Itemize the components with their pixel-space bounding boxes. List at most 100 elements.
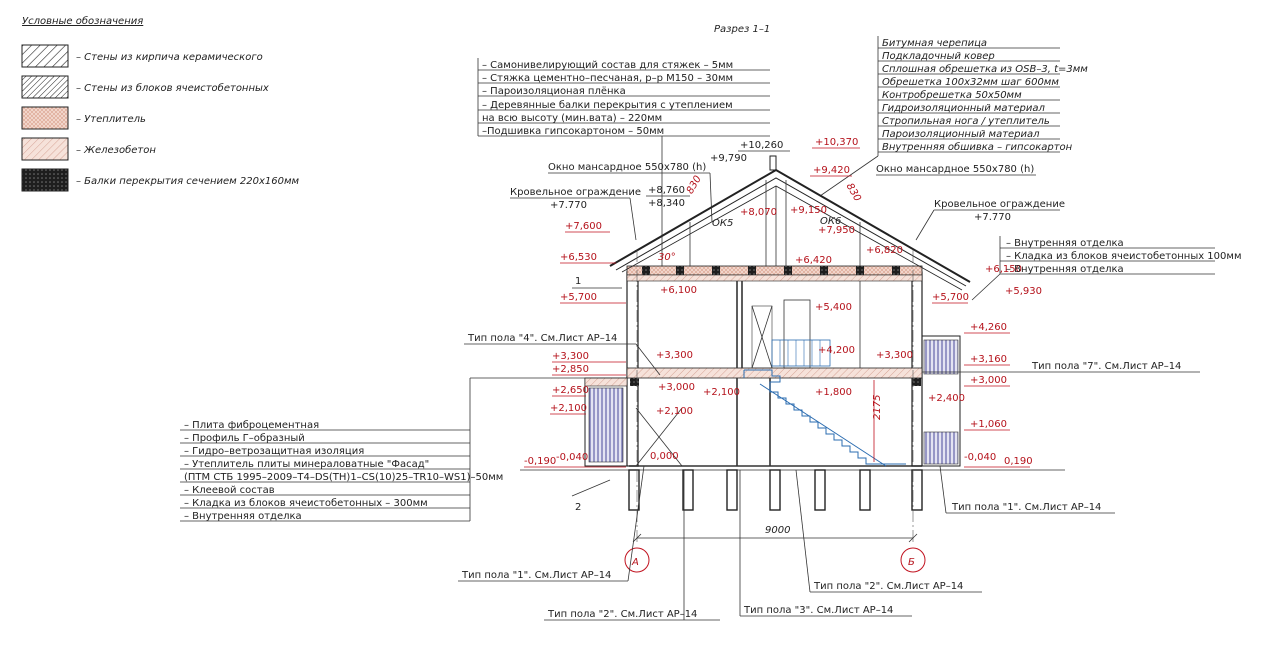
level-mark: +3,000 xyxy=(970,375,1007,386)
floor-layer-3: – Пароизоляционая плёнка xyxy=(482,86,626,97)
legend-swatch-concrete xyxy=(21,137,69,161)
floor-type-note: Тип пола "3". См.Лист АР–14 xyxy=(743,605,893,616)
floor-layer-4: – Деревянные балки перекрытия с утеплени… xyxy=(482,100,733,111)
level-mark: +2,650 xyxy=(552,385,589,396)
level-mark: +9,420 xyxy=(813,165,850,176)
roof-layer-7: Стропильная нога / утеплитель xyxy=(882,116,1050,127)
level-mark: +2,100 xyxy=(703,387,740,398)
legend-swatch-beams xyxy=(21,168,69,192)
level-mark: +10,370 xyxy=(815,137,858,148)
level-mark: +2,100 xyxy=(656,406,693,417)
level-mark: +2,400 xyxy=(928,393,965,404)
fence-left-level: +7.770 xyxy=(550,200,587,211)
level-mark: +9,150 xyxy=(790,205,827,216)
level-mark: +4,260 xyxy=(970,322,1007,333)
roof-layer-4: Обрешетка 100х32мм шаг 600мм xyxy=(882,76,1059,88)
legend-label-brick: – Стены из кирпича керамического xyxy=(76,52,263,63)
floor-layers-callout: – Самонивелирующий состав для стяжек – 5… xyxy=(477,58,770,274)
level-mark: +6,420 xyxy=(795,255,832,266)
legend-label-insulation: – Утеплитель xyxy=(76,114,146,125)
roof-layer-6: Гидроизоляционный материал xyxy=(882,103,1045,114)
floor-type-note: Тип пола "1". См.Лист АР–14 xyxy=(951,502,1101,513)
axes: 9000 А Б xyxy=(624,525,926,573)
wall-layer-5: (ПТМ СТБ 1995–2009–Т4–DS(TH)1–CS(10)25–T… xyxy=(184,472,503,483)
level-mark: 0,190 xyxy=(1004,456,1033,467)
roof xyxy=(609,155,971,291)
wall-layer-7: – Кладка из блоков ячеистобетонных – 300… xyxy=(184,498,428,509)
fence-right-label: Кровельное ограждение xyxy=(934,199,1065,210)
wall-layer-4: – Утеплитель плиты минераловатные "Фасад… xyxy=(184,459,429,470)
building-section xyxy=(520,155,1065,545)
level-mark: +2,850 xyxy=(552,364,589,375)
level-mark: -0,190 xyxy=(524,456,556,467)
level-mark: +5,930 xyxy=(1005,286,1042,297)
section-title: Разрез 1–1 xyxy=(714,24,770,35)
floor-type-note: Тип пола "1". См.Лист АР–14 xyxy=(461,570,611,581)
level-mark-black: +8,340 xyxy=(648,198,685,209)
wall-layers-callout: – Плита фиброцементная – Профиль Г–образ… xyxy=(180,377,626,522)
level-mark: 0,000 xyxy=(650,451,679,462)
legend: Условные обозначения – Стены из кирпича … xyxy=(21,15,300,192)
right-wall-layer-3: – Внутренняя отделка xyxy=(1006,264,1124,275)
level-mark: +1,800 xyxy=(815,387,852,398)
floor-type-note: Тип пола "7". См.Лист АР–14 xyxy=(1031,361,1181,372)
floor-layer-6: –Подшивка гипсокартоном – 50мм xyxy=(482,126,664,137)
level-mark: +3,300 xyxy=(552,351,589,362)
window-ok6: ОК6 xyxy=(820,216,841,227)
level-mark: +6,820 xyxy=(866,245,903,256)
level-mark: +6,530 xyxy=(560,252,597,263)
roof-layer-2: Подкладочный ковер xyxy=(882,51,995,62)
level-mark-leaders xyxy=(524,147,1030,468)
roof-layer-3: Сплошная обрешетка из OSB–3, t=3мм xyxy=(882,63,1088,75)
wall-layer-6: – Клеевой состав xyxy=(184,485,275,496)
level-mark: +1,060 xyxy=(970,419,1007,430)
level-mark: +7,600 xyxy=(565,221,602,232)
section-mark-2: 2 xyxy=(575,502,581,513)
fence-left-label: Кровельное ограждение xyxy=(510,187,641,198)
level-mark: +2,100 xyxy=(550,403,587,414)
level-mark: +5,700 xyxy=(560,292,597,303)
roof-layer-5: Контробрешетка 50х50мм xyxy=(882,89,1022,101)
level-mark: +3,300 xyxy=(656,350,693,361)
roof-layers-callout: Битумная черепица Подкладочный ковер Спл… xyxy=(819,36,1088,197)
right-wall-layer-2: – Кладка из блоков ячеистобетонных 100мм xyxy=(1006,251,1241,262)
dim-830-right: 830 xyxy=(844,182,863,204)
level-mark: -0,040 xyxy=(964,452,996,463)
level-mark: +8,070 xyxy=(740,207,777,218)
legend-swatch-brick xyxy=(21,44,69,68)
legend-swatch-block xyxy=(21,75,69,99)
right-wall-layer-1: – Внутренняя отделка xyxy=(1006,238,1124,249)
foundations xyxy=(628,469,923,511)
span-dimension: 9000 xyxy=(765,525,790,536)
roof-layer-9: Внутренняя обшивка – гипсокартон xyxy=(882,141,1073,153)
window-ok5: ОК5 xyxy=(712,218,733,229)
level-mark: +3,160 xyxy=(970,354,1007,365)
wall-layer-3: – Гидро–ветрозащитная изоляция xyxy=(184,446,364,457)
level-mark: +3,000 xyxy=(658,382,695,393)
window-left-label: Окно мансардное 550х780 (h) xyxy=(548,162,706,173)
legend-label-block: – Стены из блоков ячеистобетонных xyxy=(76,82,269,94)
wall-layer-1: – Плита фиброцементная xyxy=(184,420,319,431)
wall-layer-8: – Внутренняя отделка xyxy=(184,511,302,522)
level-mark: +5,700 xyxy=(932,292,969,303)
roof-angle: 30° xyxy=(658,252,676,263)
floor-layer-2: – Стяжка цементно–песчаная, р–р М150 – 3… xyxy=(482,73,733,84)
right-wall-layers: – Внутренняя отделка – Кладка из блоков … xyxy=(971,236,1241,301)
level-mark: +6,150 xyxy=(985,264,1022,275)
level-mark-black: +8,760 xyxy=(648,185,685,196)
level-mark: +5,400 xyxy=(815,302,852,313)
level-marks: +10,370 +9,420 +8,070 +9,150 +7,950 +7,6… xyxy=(524,137,1042,468)
axis-b-bubble xyxy=(900,547,926,573)
level-mark: +4,200 xyxy=(818,345,855,356)
level-mark-black: +9,790 xyxy=(710,153,747,164)
legend-title: Условные обозначения xyxy=(22,15,143,27)
legend-label-beams: – Балки перекрытия сечением 220х160мм xyxy=(76,176,300,187)
legend-swatch-insulation xyxy=(21,106,69,130)
floor-type-note: Тип пола "2". См.Лист АР–14 xyxy=(813,581,963,592)
roof-layer-8: Пароизоляционный материал xyxy=(882,129,1040,140)
axis-a-bubble xyxy=(624,547,650,573)
fence-right-level: +7.770 xyxy=(974,212,1011,223)
axis-b-label: Б xyxy=(908,557,915,568)
legend-label-concrete: – Железобетон xyxy=(76,144,156,156)
